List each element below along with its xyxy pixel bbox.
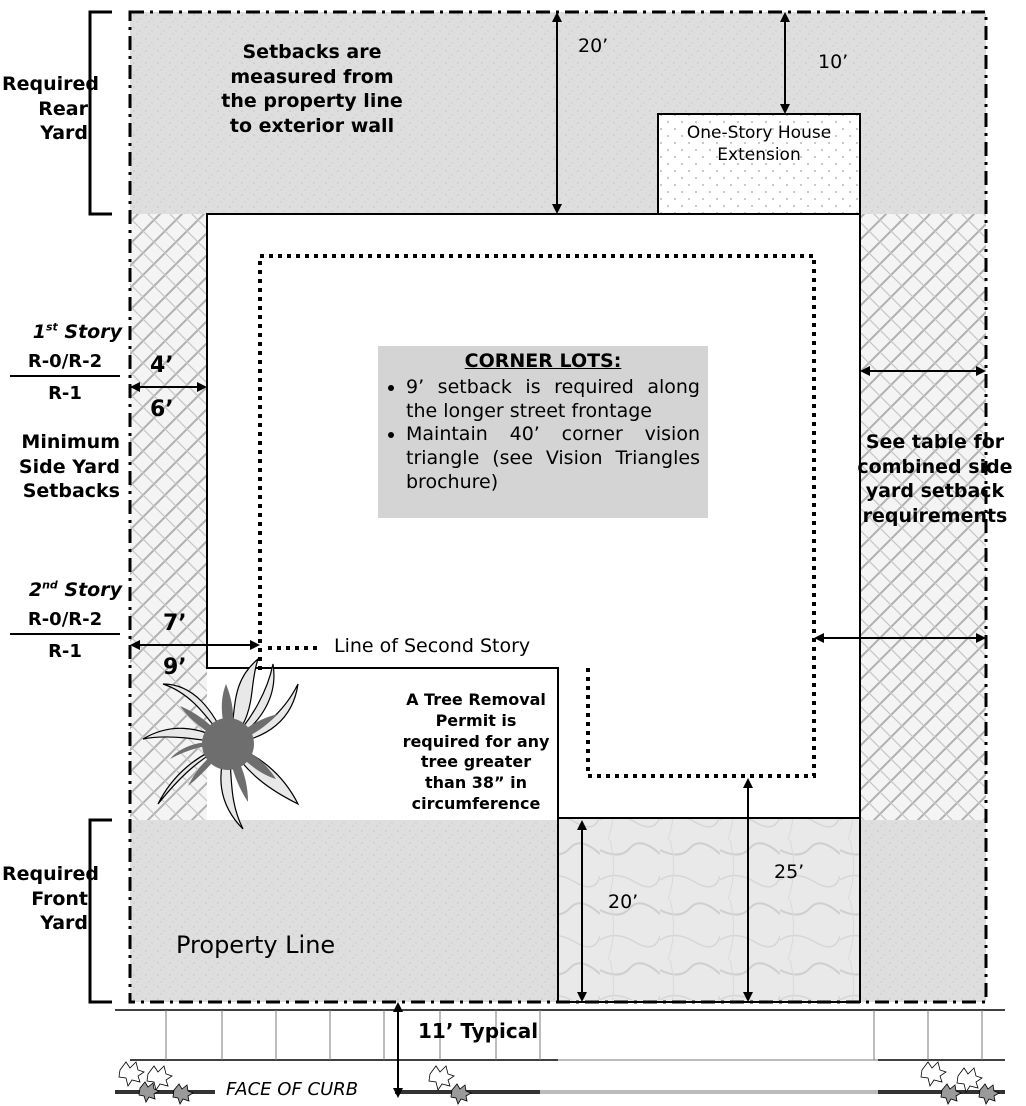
first-story-sup: st xyxy=(45,320,58,334)
zone2-a-label: R-0/R-2 xyxy=(27,609,103,630)
second-story-word: Story xyxy=(57,579,122,601)
extension-label: One-Story House Extension xyxy=(686,123,832,166)
setback-note: Setbacks are measured from the property … xyxy=(221,41,403,138)
minimum-side-yard-label: Minimum Side Yard Setbacks xyxy=(18,431,120,503)
rear-yard-label: Required Rear Yard xyxy=(2,73,100,145)
zone-a-label: R-0/R-2 xyxy=(27,351,103,372)
second-a-dim: 7’ xyxy=(163,611,187,636)
zone2-b-label: R-1 xyxy=(48,641,82,662)
rear-dim-label: 20’ xyxy=(578,35,609,57)
sidewalk xyxy=(115,1009,1005,1061)
shrubs xyxy=(118,1061,1000,1105)
first-story-base: 1 xyxy=(32,321,46,343)
first-story-label: 1st Story xyxy=(10,320,122,345)
front-25-dim-label: 25’ xyxy=(774,861,805,883)
front-yard-label: Required Front Yard xyxy=(2,863,100,935)
zone-b-label: R-1 xyxy=(48,383,82,404)
extension-dim-label: 10’ xyxy=(818,51,849,73)
combined-setback-note: See table for combined side yard setback… xyxy=(857,431,1013,528)
typical-dim-label: 11’ Typical xyxy=(418,1019,539,1043)
tree-removal-note: A Tree Removal Permit is required for an… xyxy=(402,690,550,813)
front-20-dim-label: 20’ xyxy=(608,891,639,913)
corner-lots-item: Maintain 40’ corner vision triangle (see… xyxy=(406,423,700,494)
second-story-base: 2 xyxy=(28,579,43,601)
second-story-line xyxy=(258,254,816,778)
corner-lots-title: CORNER LOTS: xyxy=(464,350,622,372)
second-story-label: 2nd Story xyxy=(10,578,122,603)
property-line-label: Property Line xyxy=(176,931,336,959)
second-b-dim: 9’ xyxy=(163,655,187,680)
house-extension xyxy=(657,113,861,215)
first-b-dim: 6’ xyxy=(150,397,174,422)
corner-lots-item: 9’ setback is required along the longer … xyxy=(406,376,700,424)
rear-yard-bracket xyxy=(88,10,112,216)
first-story-word: Story xyxy=(57,321,122,343)
driveway-area xyxy=(557,817,861,1003)
corner-lots-callout: CORNER LOTS: 9’ setback is required alon… xyxy=(378,346,708,518)
first-a-dim: 4’ xyxy=(150,353,174,378)
face-of-curb-label: FACE OF CURB xyxy=(226,1079,359,1100)
tree-symbol xyxy=(142,657,300,830)
right-side-yard-area xyxy=(860,214,986,820)
second-story-legend-label: Line of Second Story xyxy=(334,635,531,657)
corner-lots-list: 9’ setback is required along the longer … xyxy=(386,376,700,495)
second-story-sup: nd xyxy=(42,578,58,592)
front-yard-bracket xyxy=(88,818,112,1004)
